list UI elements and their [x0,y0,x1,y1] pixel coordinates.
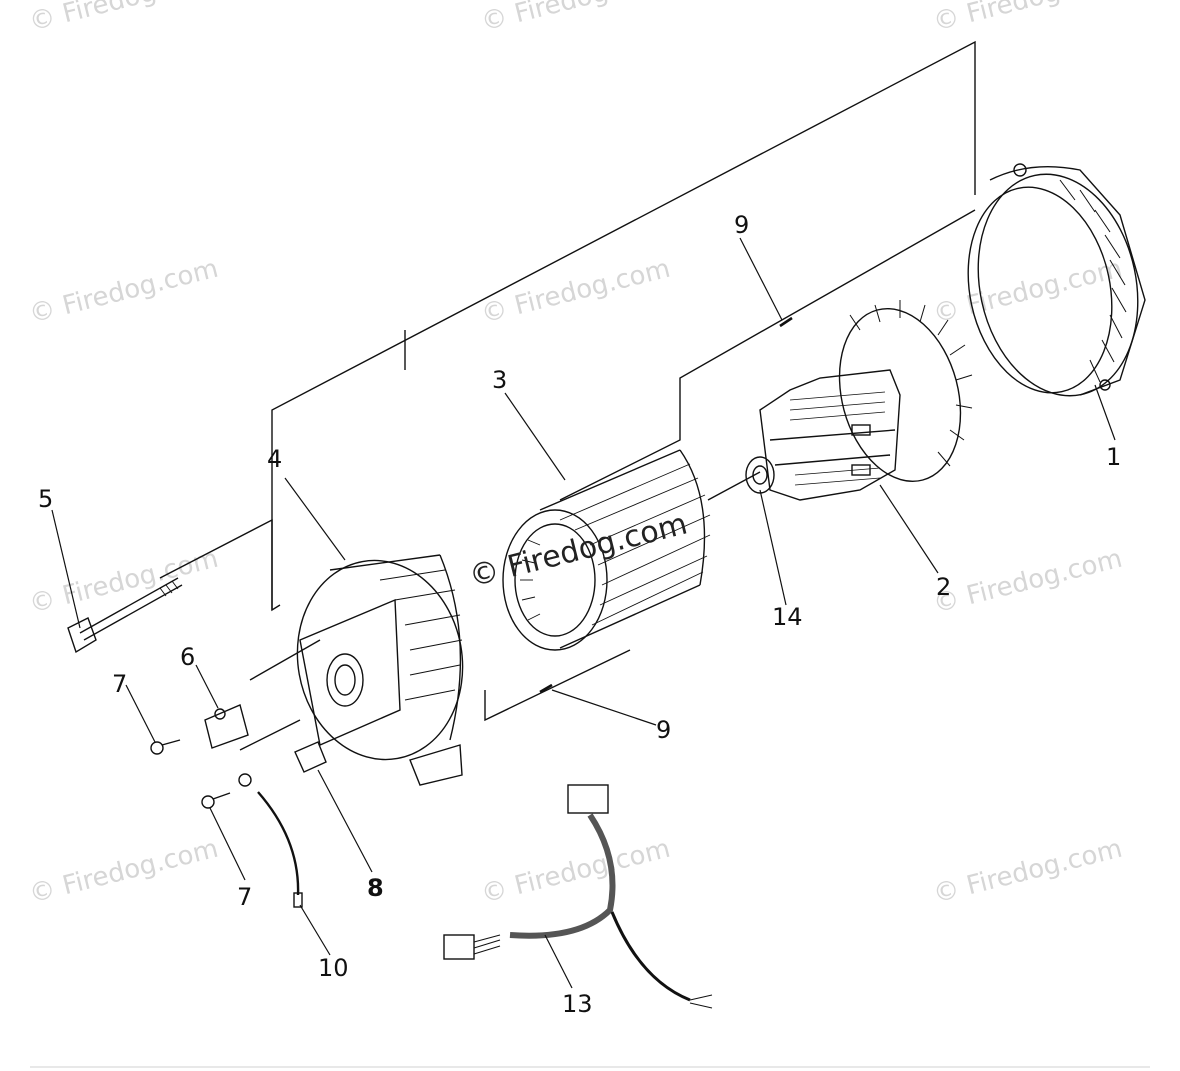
callout-5: 5 [38,485,54,513]
through-bolt [67,577,183,654]
pin-lower [539,683,553,694]
callout-8: 8 [367,874,384,902]
stator [502,449,711,651]
callout-2: 2 [936,573,952,601]
callout-4: 4 [267,445,283,473]
front-end-bell [296,554,464,786]
ground-wire [238,773,303,908]
bracket [294,741,327,773]
assembly-lines [159,40,976,751]
callout-6: 6 [180,643,196,671]
callout-13: 13 [562,990,593,1018]
pin-upper [779,316,793,328]
callout-7-upper: 7 [112,670,128,698]
callout-10: 10 [318,954,349,982]
rotor-assembly [745,300,973,501]
callout-9-lower: 9 [656,716,672,744]
callout-9-upper: 9 [734,211,750,239]
rear-housing [967,163,1146,397]
leader-lines [51,237,1116,989]
screw-lower [201,792,231,809]
callout-1: 1 [1106,443,1122,471]
callout-7-lower: 7 [237,883,253,911]
bottom-divider [30,1066,1150,1068]
screw-upper [150,739,181,755]
brush-holder [204,704,249,749]
callout-3: 3 [492,366,508,394]
callout-14: 14 [772,603,803,631]
wiring-harness [443,784,713,1009]
